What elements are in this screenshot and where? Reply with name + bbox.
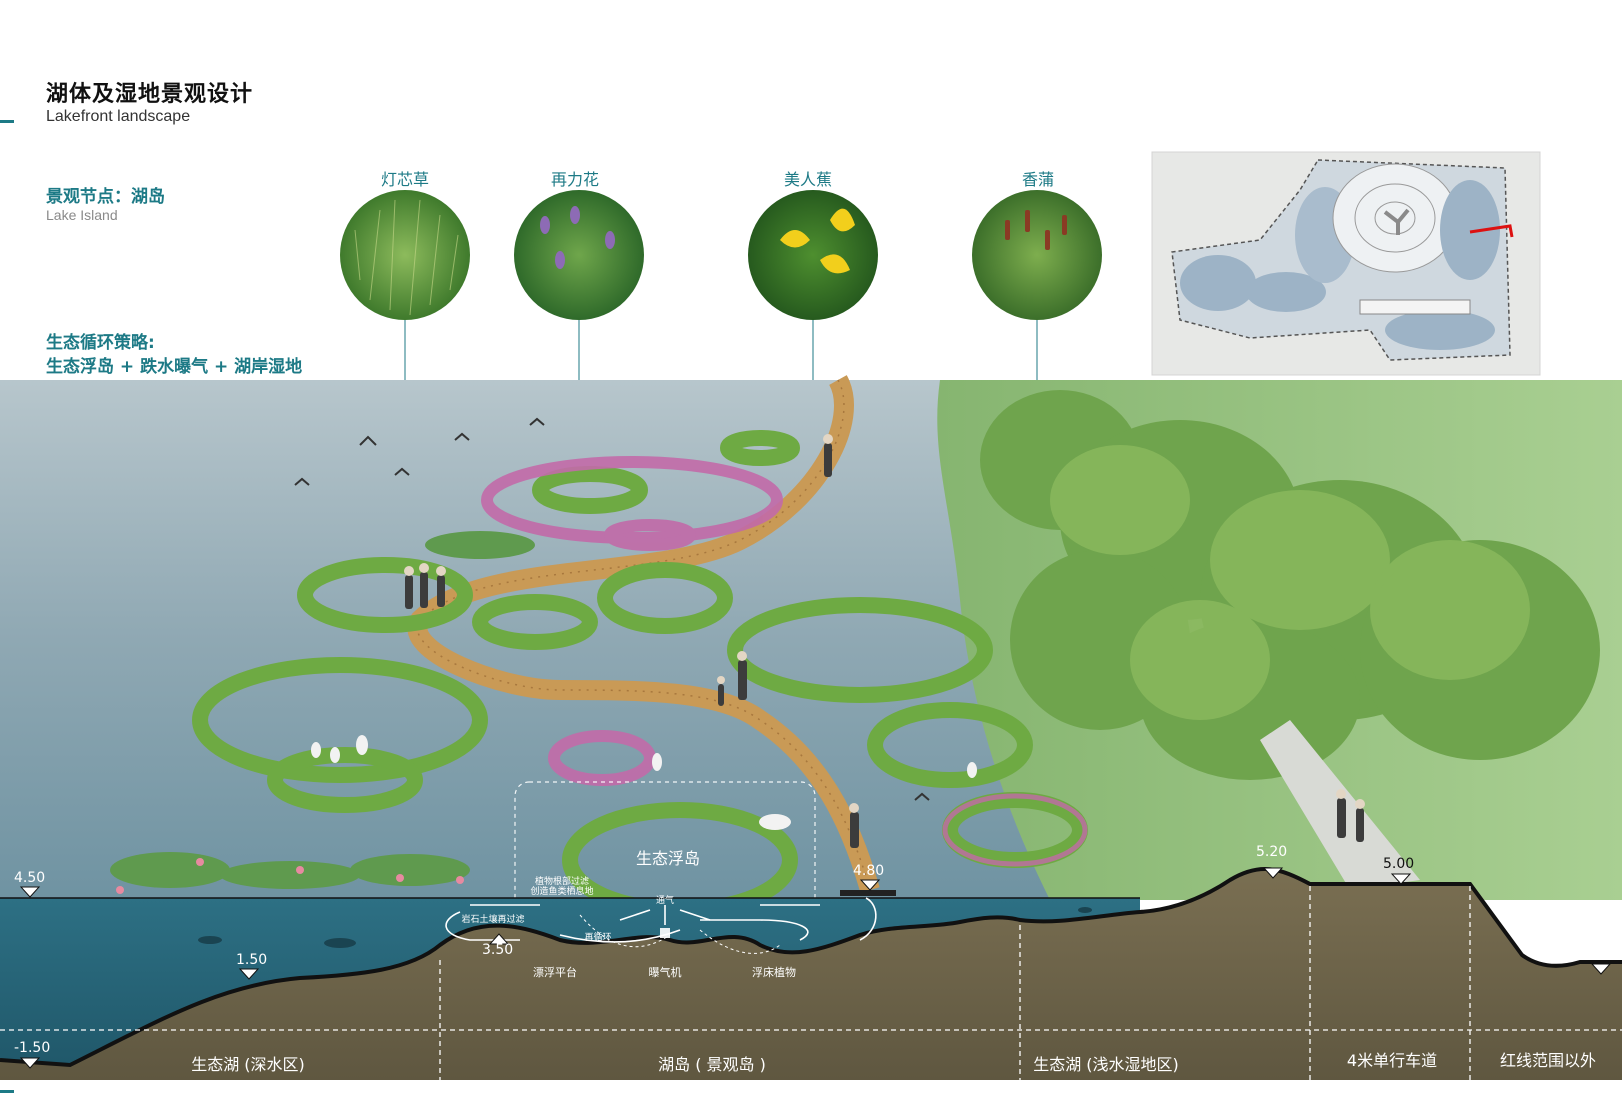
grass-photo-icon — [340, 190, 470, 320]
canna-photo-icon — [748, 190, 878, 320]
annotation-fish-habitat: 创造鱼类栖息地 — [530, 885, 593, 897]
perspective-scene — [0, 375, 1622, 1001]
accent-tick-top — [0, 120, 14, 123]
site-plan-inset — [1151, 151, 1541, 376]
plant-label-juncus: 灯芯草 — [380, 170, 429, 189]
annotation-ventilate: 通气 — [656, 894, 674, 906]
accent-tick-bottom — [0, 1090, 14, 1093]
zone-label-road: 4米单行车道 — [1347, 1051, 1437, 1070]
strategy-detail: 生态浮岛 + 跌水曝气 + 湖岸湿地 — [46, 357, 303, 377]
cattail-photo-icon — [972, 190, 1102, 320]
zone-label-redline: 红线范围以外 — [1500, 1051, 1596, 1070]
zone-label-deep: 生态湖 (深水区) — [191, 1055, 305, 1074]
annotation-float-platform: 漂浮平台 — [533, 965, 577, 979]
plant-label-canna: 美人蕉 — [783, 170, 832, 189]
elevation-label-hill: 5.20 — [1256, 844, 1287, 860]
plant-label-typha: 香蒲 — [1021, 170, 1054, 189]
elevation-label-road: 5.00 — [1383, 856, 1414, 872]
page-title: 湖体及湿地景观设计 — [46, 82, 254, 107]
zone-label-island: 湖岛 ( 景观岛 ) — [658, 1055, 766, 1074]
elevation-label-deep: 1.50 — [236, 952, 267, 968]
annotation-recycle: 再循环 — [584, 931, 611, 943]
node-label: 景观节点：湖岛 — [46, 187, 165, 207]
elevation-markers — [19, 867, 1612, 1069]
elevation-label-left: 4.50 — [14, 870, 45, 886]
plant-photos — [340, 190, 1102, 790]
annotation-float-plants: 浮床植物 — [752, 965, 796, 979]
elevation-label-deck: 4.80 — [853, 863, 884, 879]
elevation-label-right: 0.00 — [1586, 946, 1617, 962]
node-label-en: Lake Island — [46, 207, 118, 223]
strategy-title: 生态循环策略: — [46, 333, 155, 353]
annotation-aerator: 曝气机 — [649, 965, 682, 979]
section-profile — [0, 867, 1622, 1080]
page-subtitle: Lakefront landscape — [46, 108, 191, 125]
flower-photo-icon — [514, 190, 644, 320]
zone-label-shallow: 生态湖 (浅水湿地区) — [1033, 1055, 1179, 1074]
annotation-rock-filter: 岩石土壤再过滤 — [461, 913, 524, 925]
plant-label-thalia: 再力花 — [550, 170, 599, 189]
annotation-plant-root: 植物根部过滤 — [535, 875, 589, 887]
elevation-label-island: 3.50 — [482, 942, 513, 958]
floating-island-label: 生态浮岛 — [636, 849, 700, 868]
elevation-label-bottom: -1.50 — [14, 1040, 50, 1056]
